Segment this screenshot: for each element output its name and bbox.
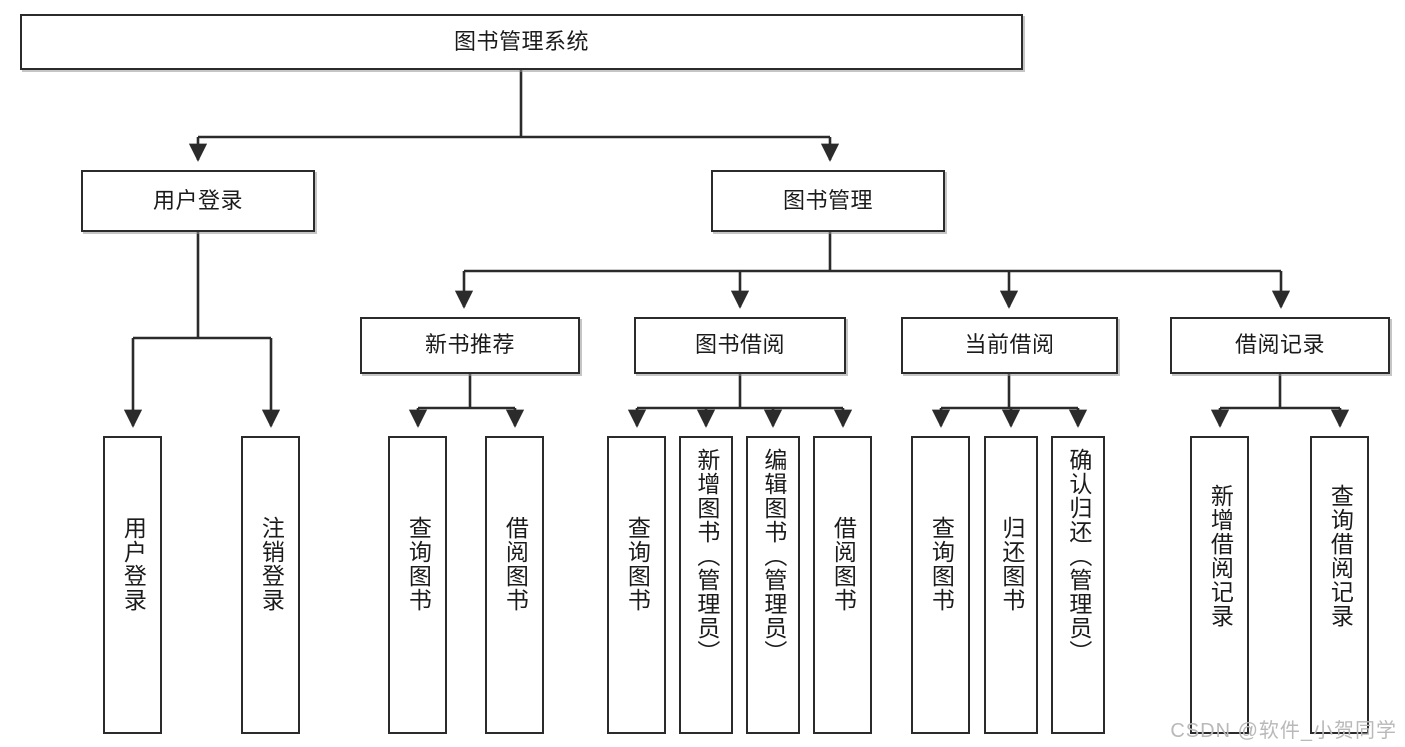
node-current-borrow[interactable]: 当前借阅 [901,317,1118,374]
leaf-add-record[interactable]: 新增借阅记录 [1190,436,1249,734]
node-root-label: 图书管理系统 [453,28,589,54]
leaf-return-book[interactable]: 归还图书 [984,436,1038,734]
leaf-add-book-label: 新增图书（管理员） [693,448,720,664]
node-borrow-record-label: 借阅记录 [1234,332,1325,358]
leaf-user-login-label: 用户登录 [120,516,147,612]
leaf-logout-label: 注销登录 [258,516,285,612]
leaf-borrow-book-2[interactable]: 借阅图书 [813,436,872,734]
leaf-query-book-1-label: 查询图书 [405,516,432,612]
leaf-edit-book-label: 编辑图书（管理员） [760,448,787,664]
leaf-logout[interactable]: 注销登录 [241,436,300,734]
leaf-query-book-3[interactable]: 查询图书 [911,436,970,734]
leaf-return-book-label: 归还图书 [998,516,1025,612]
leaf-query-book-2-label: 查询图书 [624,516,651,612]
leaf-confirm-return[interactable]: 确认归还（管理员） [1051,436,1105,734]
leaf-confirm-return-label: 确认归还（管理员） [1065,448,1092,664]
node-book-manage[interactable]: 图书管理 [711,170,945,232]
leaf-query-record[interactable]: 查询借阅记录 [1310,436,1369,734]
node-book-borrow[interactable]: 图书借阅 [634,317,846,374]
leaf-query-book-1[interactable]: 查询图书 [388,436,447,734]
node-user-login-label: 用户登录 [152,187,243,213]
leaf-borrow-book-1-label: 借阅图书 [502,516,529,612]
node-borrow-record[interactable]: 借阅记录 [1170,317,1390,374]
leaf-query-book-3-label: 查询图书 [928,516,955,612]
node-book-manage-label: 图书管理 [782,187,873,213]
leaf-query-record-label: 查询借阅记录 [1327,484,1354,628]
node-user-login[interactable]: 用户登录 [81,170,315,232]
node-new-book-rec-label: 新书推荐 [424,332,515,358]
leaf-borrow-book-1[interactable]: 借阅图书 [485,436,544,734]
leaf-add-record-label: 新增借阅记录 [1207,484,1234,628]
leaf-borrow-book-2-label: 借阅图书 [830,516,857,612]
leaf-user-login[interactable]: 用户登录 [103,436,162,734]
node-book-borrow-label: 图书借阅 [694,332,785,358]
leaf-add-book[interactable]: 新增图书（管理员） [679,436,733,734]
node-current-borrow-label: 当前借阅 [964,332,1055,358]
leaf-edit-book[interactable]: 编辑图书（管理员） [746,436,800,734]
leaf-query-book-2[interactable]: 查询图书 [607,436,666,734]
node-new-book-rec[interactable]: 新书推荐 [360,317,580,374]
node-root[interactable]: 图书管理系统 [20,14,1023,70]
